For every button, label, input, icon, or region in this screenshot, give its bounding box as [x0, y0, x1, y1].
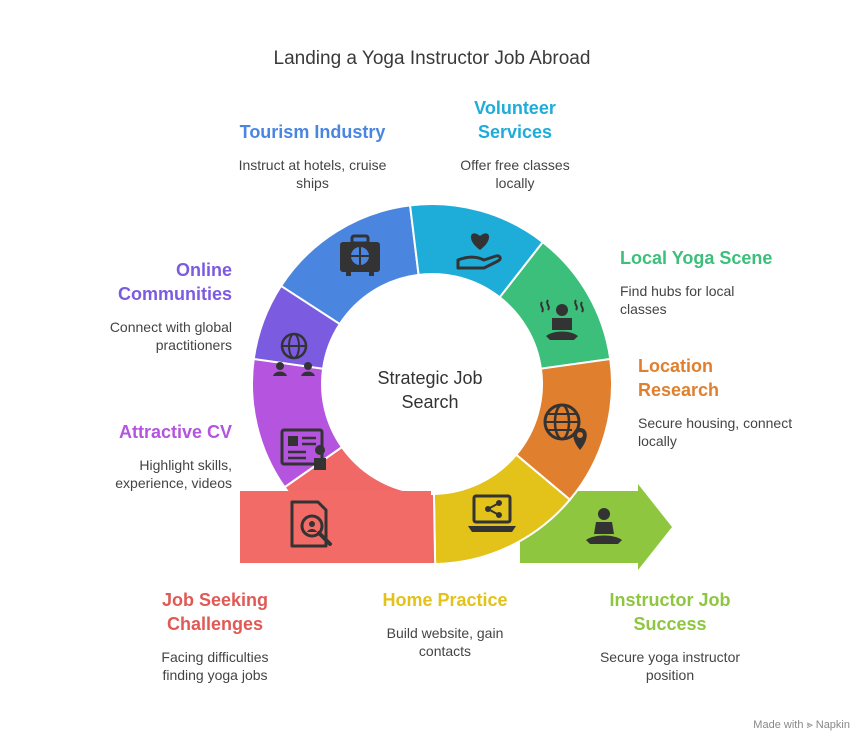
- challenges-desc: Facing difficulties finding yoga jobs: [161, 649, 269, 683]
- online-label: Online Communities: [117, 260, 232, 304]
- tourism-desc: Instruct at hotels, cruise ships: [238, 157, 387, 191]
- hotel-luggage-icon: [340, 234, 380, 276]
- global-network-icon: [273, 332, 315, 376]
- home-practice-label: Home Practice: [382, 590, 508, 610]
- center-label: Strategic Job Search: [340, 366, 520, 414]
- home-practice-desc: Build website, gain contacts: [386, 625, 504, 659]
- online-segment: [252, 284, 342, 370]
- tourism-label: Tourism Industry: [239, 122, 386, 142]
- laptop-share-icon: [468, 494, 516, 532]
- center-label-line1: Strategic Job: [377, 368, 483, 388]
- volunteer-desc: Offer free classes locally: [460, 157, 570, 191]
- challenges-bar: [240, 491, 431, 563]
- diagram-title: Landing a Yoga Instructor Job Abroad: [273, 48, 591, 69]
- globe-pin-icon: [543, 403, 587, 450]
- center-label-line2: Search: [401, 392, 459, 412]
- local-scene-label: Local Yoga Scene: [620, 248, 773, 268]
- yoga-instructor-icon: [586, 508, 622, 544]
- success-desc: Secure yoga instructor position: [599, 649, 741, 683]
- success-label: Instructor Job Success: [609, 590, 731, 634]
- cv-label: Attractive CV: [118, 422, 232, 442]
- cv-desc: Highlight skills, experience, videos: [115, 457, 232, 491]
- resume-icon: [280, 428, 326, 470]
- volunteer-label: Volunteer Services: [474, 98, 556, 142]
- meditating-person-icon: [540, 299, 584, 340]
- challenges-label: Job Seeking Challenges: [161, 590, 269, 634]
- online-desc: Connect with global practitioners: [109, 319, 232, 353]
- location-label: Location Research: [638, 356, 720, 400]
- location-desc: Secure housing, connect locally: [638, 415, 793, 449]
- footer-credit: Made with ⪢ Napkin: [753, 719, 850, 731]
- search-document-icon: [290, 500, 332, 548]
- local-scene-desc: Find hubs for local classes: [620, 283, 735, 317]
- heart-hand-icon: [456, 233, 502, 270]
